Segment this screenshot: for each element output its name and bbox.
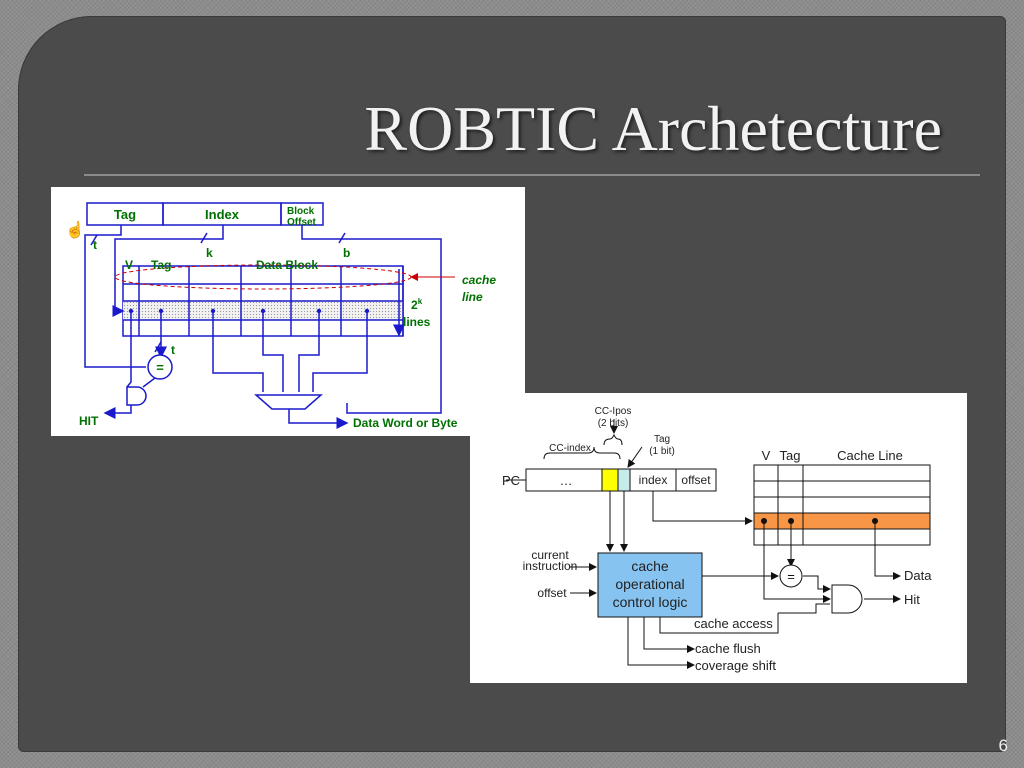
cache-access-signal: cache access	[694, 616, 773, 631]
robtic-cache-diagram: = CC-Ipos (2 bits) Tag (1 bit) CC-index …	[470, 393, 967, 683]
tag-bit-label: Tag	[654, 434, 670, 445]
addr-offset-label: Offset	[287, 217, 317, 228]
tag-comparator	[779, 564, 803, 588]
addr-tag-label: Tag	[114, 207, 136, 222]
logic-box-line1: cache	[631, 558, 669, 574]
logic-box-line2: operational	[615, 576, 684, 592]
table-v-header: V	[762, 448, 771, 463]
offset-input-label: offset	[537, 586, 567, 600]
col-tag-label: Tag	[151, 258, 171, 272]
tag-comparator	[147, 354, 173, 380]
cc-ipos-bits	[601, 468, 619, 492]
cache-architecture-diagram: = ☝ Tag Index Block Offset t k b t V Tag…	[51, 187, 525, 436]
table-tag-header: Tag	[780, 448, 801, 463]
table-cache-line-header: Cache Line	[837, 448, 903, 463]
hand-cursor-icon: ☝	[65, 220, 85, 239]
addr-index-label: Index	[205, 207, 240, 222]
selected-cache-row	[753, 512, 931, 530]
pc-upper-dots: …	[560, 473, 573, 488]
cc-ipos-label: CC-Ipos	[595, 406, 632, 417]
bus-width-t-compare: t	[171, 343, 175, 357]
tag-bit-size-label: (1 bit)	[649, 446, 675, 457]
cc-index-label: CC-index	[549, 443, 591, 454]
coverage-shift-signal: coverage shift	[695, 658, 776, 673]
pc-offset-field	[675, 468, 717, 492]
cache-table	[753, 464, 931, 546]
lines-word-label: lines	[403, 315, 431, 329]
pc-index-label: index	[639, 473, 668, 487]
comparator-symbol: =	[787, 569, 795, 584]
addr-block-label: Block	[287, 206, 315, 217]
col-data-block-label: Data Block	[256, 258, 318, 272]
slide-title: ROBTIC Archetecture	[364, 93, 942, 164]
pc-label: PC	[502, 473, 520, 488]
hit-output-label: Hit	[904, 592, 920, 607]
logic-box-line3: control logic	[613, 594, 688, 610]
data-output-label: Data	[904, 568, 932, 583]
data-output-label: Data Word or Byte	[353, 416, 458, 430]
hit-and-gate	[831, 584, 863, 614]
comparator-symbol: =	[156, 360, 164, 375]
cache-line-label: cache	[462, 273, 496, 287]
page-number: 6	[998, 736, 1008, 755]
title-divider	[84, 174, 980, 176]
cc-ipos-bits-label: (2 bits)	[598, 418, 629, 429]
bus-width-t: t	[93, 238, 97, 252]
cache-flush-signal: cache flush	[695, 641, 761, 656]
hit-label: HIT	[79, 414, 99, 428]
pc-offset-label: offset	[681, 473, 711, 487]
bus-width-k: k	[206, 246, 213, 260]
cache-control-logic	[597, 552, 703, 618]
tag-bit	[617, 468, 631, 492]
cache-line-label-2: line	[462, 290, 483, 304]
current-instruction-label: current	[531, 548, 569, 562]
current-instruction-label-2: instruction	[523, 559, 578, 573]
col-v-label: V	[125, 258, 133, 272]
lines-count-label: 2k	[411, 297, 423, 312]
bus-width-b: b	[343, 246, 350, 260]
